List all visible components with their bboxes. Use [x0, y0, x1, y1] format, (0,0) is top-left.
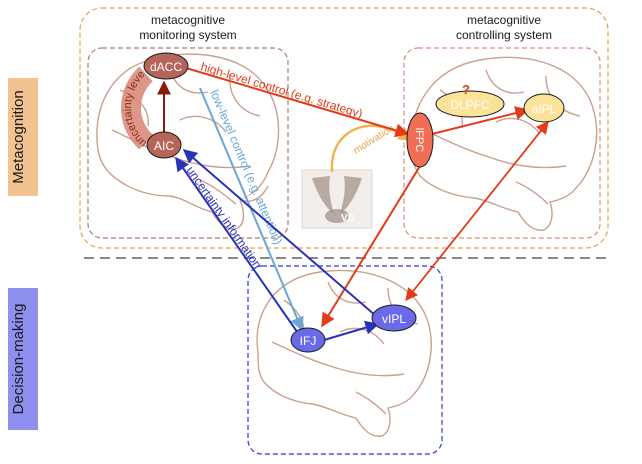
monitoring-system-box: [87, 47, 289, 239]
high-level-control-arrow: [185, 67, 410, 138]
lfpc-label: lFPC: [413, 128, 425, 153]
dlpfc-node: DLPFC ?: [435, 82, 505, 118]
controlling-title-line2: controlling system: [456, 28, 552, 42]
aipl-label: aIPL: [532, 102, 557, 116]
aic-node: AIC: [146, 131, 182, 159]
decision-box: [247, 265, 443, 455]
monitoring-title-line2: monitoring system: [139, 28, 236, 42]
motivation-arrow: [330, 124, 414, 173]
brain-illustration-controlling: [410, 56, 598, 231]
dacc-node: dACC: [143, 52, 189, 80]
uncertainty-level-arc: [121, 66, 154, 150]
metacognition-box: [79, 7, 609, 249]
vipl-label: vIPL: [382, 312, 406, 326]
dlpfc-label: DLPFC: [450, 98, 490, 112]
aipl-node: aIPL: [523, 93, 565, 123]
ifj-to-aic-arrow: [175, 156, 301, 337]
decision-section-label: Decision-making: [8, 288, 38, 430]
decision-making-label: Decision-making: [10, 304, 27, 415]
aipl-vipl-arrow: [405, 121, 549, 301]
brain-illustration-decision: [256, 269, 432, 437]
monitoring-title-line1: metacognitive: [151, 13, 225, 27]
metacognition-label: Metacognition: [10, 90, 27, 183]
ifj-to-vipl-arrow: [323, 320, 380, 341]
vs-label: VS: [341, 213, 355, 224]
vipl-to-aic-arrow: [182, 149, 377, 317]
dlpfc-question-mark: ?: [462, 82, 470, 97]
ifj-node: IFJ: [290, 327, 326, 353]
controlling-title-line1: metacognitive: [467, 13, 541, 27]
vs-inset: VS: [301, 169, 373, 229]
metacognition-section-label: Metacognition: [8, 78, 38, 196]
ifj-label: IFJ: [300, 334, 317, 348]
lfpc-node: lFPC: [406, 112, 434, 168]
dacc-label: dACC: [150, 60, 182, 74]
lfpc-to-ifj-arrow: [321, 165, 421, 328]
vipl-node: vIPL: [371, 304, 417, 332]
brain-illustration-monitoring: [96, 53, 280, 230]
aic-label: AIC: [154, 139, 174, 153]
